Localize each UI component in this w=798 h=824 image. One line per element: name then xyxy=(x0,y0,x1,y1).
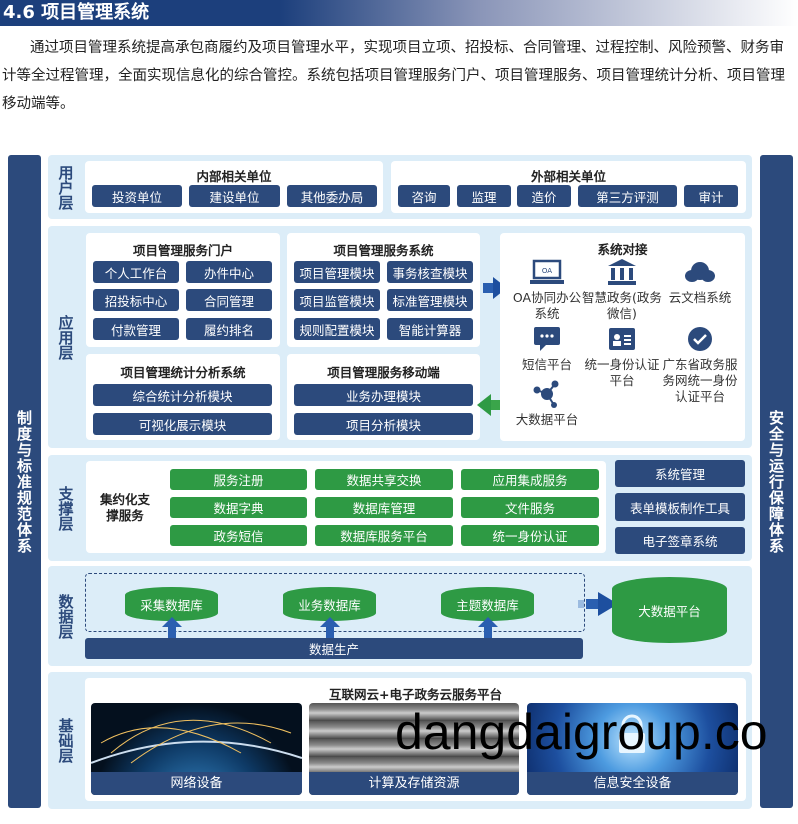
support-tool[interactable]: 表单模板制作工具 xyxy=(615,493,745,521)
security-equipment-image: 信息安全设备 xyxy=(527,703,738,795)
integration-bigdata: 大数据平台 xyxy=(507,380,587,428)
integration-label: 大数据平台 xyxy=(515,412,579,427)
unit-button[interactable]: 咨询 xyxy=(398,185,450,207)
infra-label: 信息安全设备 xyxy=(527,772,738,795)
left-side-bar: 制度与标准规范体系 xyxy=(8,155,41,808)
integration-label: 智慧政务(政务微信) xyxy=(582,290,662,321)
database-cylinder: 业务数据库 xyxy=(283,587,376,621)
module-button[interactable]: 项目分析模块 xyxy=(294,413,473,435)
server-rack-image: 计算及存储资源 xyxy=(309,703,519,795)
module-button[interactable]: 事务核查模块 xyxy=(387,261,473,283)
integration-label: 短信平台 xyxy=(521,357,572,372)
government-building-icon xyxy=(582,258,662,286)
right-side-bar: 安全与运行保障体系 xyxy=(760,155,793,808)
support-tool[interactable]: 系统管理 xyxy=(615,460,745,487)
integration-oa: OA OA协同办公系统 xyxy=(507,258,587,322)
databases-group xyxy=(85,573,585,632)
arrow-left-icon xyxy=(477,394,501,416)
module-button[interactable]: 履约排名 xyxy=(186,318,272,340)
support-service[interactable]: 数据库管理 xyxy=(315,497,453,518)
arrow-right-icon xyxy=(578,592,618,616)
intro-paragraph: 通过项目管理系统提高承包商履约及项目管理水平，实现项目立项、招投标、合同管理、过… xyxy=(2,40,785,112)
cloud-icon xyxy=(660,258,740,286)
id-card-icon xyxy=(582,325,662,353)
integration-label: 云文档系统 xyxy=(668,290,732,305)
module-button[interactable]: 办件中心 xyxy=(186,261,272,283)
integration-gov: 智慧政务(政务微信) xyxy=(582,258,662,322)
data-production-bar: 数据生产 xyxy=(85,638,583,659)
integration-sms: 短信平台 xyxy=(507,325,587,373)
infra-layer-label: 基础层 xyxy=(56,718,75,763)
module-button[interactable]: 业务办理模块 xyxy=(294,384,473,406)
module-button[interactable]: 智能计算器 xyxy=(387,318,473,340)
support-layer-label: 支撑层 xyxy=(56,485,75,531)
user-layer-label: 用户层 xyxy=(56,164,75,210)
module-button[interactable]: 个人工作台 xyxy=(93,261,179,283)
padlock-icon xyxy=(619,714,645,753)
arrow-up-icon xyxy=(320,617,340,638)
support-service[interactable]: 政务短信 xyxy=(170,525,307,546)
chat-bubble-icon xyxy=(507,325,587,353)
module-button[interactable]: 招投标中心 xyxy=(93,289,179,311)
external-units-title: 外部相关单位 xyxy=(530,169,606,184)
module-button[interactable]: 项目管理模块 xyxy=(294,261,380,283)
support-service[interactable]: 数据库服务平台 xyxy=(315,525,453,546)
mobile-title: 项目管理服务移动端 xyxy=(327,365,440,380)
integration-label: OA协同办公系统 xyxy=(512,290,582,321)
integration-identity: 统一身份认证平台 xyxy=(582,325,662,389)
verified-badge-icon xyxy=(660,325,740,353)
integration-label: 统一身份认证平台 xyxy=(584,357,660,388)
section-title: 4.6 项目管理系统 xyxy=(0,0,798,26)
integration-label: 广东省政务服务网统一身份认证平台 xyxy=(662,357,738,404)
unit-button[interactable]: 监理 xyxy=(457,185,511,207)
module-button[interactable]: 综合统计分析模块 xyxy=(93,384,272,406)
infra-label: 网络设备 xyxy=(91,772,302,795)
unit-button[interactable]: 其他委办局 xyxy=(287,185,377,207)
app-layer-label: 应用层 xyxy=(56,314,75,360)
integration-title: 系统对接 xyxy=(597,242,648,257)
arrow-up-icon xyxy=(162,617,182,638)
network-equipment-image: 网络设备 xyxy=(91,703,302,795)
module-button[interactable]: 标准管理模块 xyxy=(387,289,473,311)
integration-gd-identity: 广东省政务服务网统一身份认证平台 xyxy=(660,325,740,405)
support-label: 集约化支撑服务 xyxy=(99,492,150,523)
support-service[interactable]: 统一身份认证 xyxy=(461,525,599,546)
network-nodes-icon xyxy=(507,380,587,408)
arrow-up-icon xyxy=(478,617,498,638)
infra-title: 互联网云+电子政务云服务平台 xyxy=(329,687,502,702)
big-data-platform: 大数据平台 xyxy=(612,577,727,643)
database-cylinder: 主题数据库 xyxy=(441,587,534,621)
integration-cloud-doc: 云文档系统 xyxy=(660,258,740,306)
watermark: dangdaigroup.co xyxy=(395,704,768,760)
support-service[interactable]: 文件服务 xyxy=(461,497,599,518)
service-title: 项目管理服务系统 xyxy=(333,243,434,258)
support-service[interactable]: 数据共享交换 xyxy=(315,469,453,490)
support-tool[interactable]: 电子签章系统 xyxy=(615,527,745,554)
support-service[interactable]: 数据字典 xyxy=(170,497,307,518)
oa-badge: OA xyxy=(542,267,552,275)
data-layer-label: 数据层 xyxy=(56,593,75,639)
stats-title: 项目管理统计分析系统 xyxy=(120,365,246,380)
unit-button[interactable]: 第三方评测 xyxy=(578,185,677,207)
unit-button[interactable]: 投资单位 xyxy=(92,185,182,207)
database-cylinder: 采集数据库 xyxy=(125,587,218,621)
module-button[interactable]: 可视化展示模块 xyxy=(93,413,272,435)
support-service[interactable]: 应用集成服务 xyxy=(461,469,599,490)
unit-button[interactable]: 审计 xyxy=(684,185,738,207)
module-button[interactable]: 规则配置模块 xyxy=(294,318,380,340)
infra-label: 计算及存储资源 xyxy=(309,772,519,795)
module-button[interactable]: 合同管理 xyxy=(186,289,272,311)
module-button[interactable]: 付款管理 xyxy=(93,318,179,340)
unit-button[interactable]: 建设单位 xyxy=(189,185,280,207)
laptop-icon: OA xyxy=(507,258,587,286)
support-service[interactable]: 服务注册 xyxy=(170,469,307,490)
module-button[interactable]: 项目监管模块 xyxy=(294,289,380,311)
unit-button[interactable]: 造价 xyxy=(517,185,571,207)
portal-title: 项目管理服务门户 xyxy=(132,243,233,258)
internal-units-title: 内部相关单位 xyxy=(196,169,272,184)
